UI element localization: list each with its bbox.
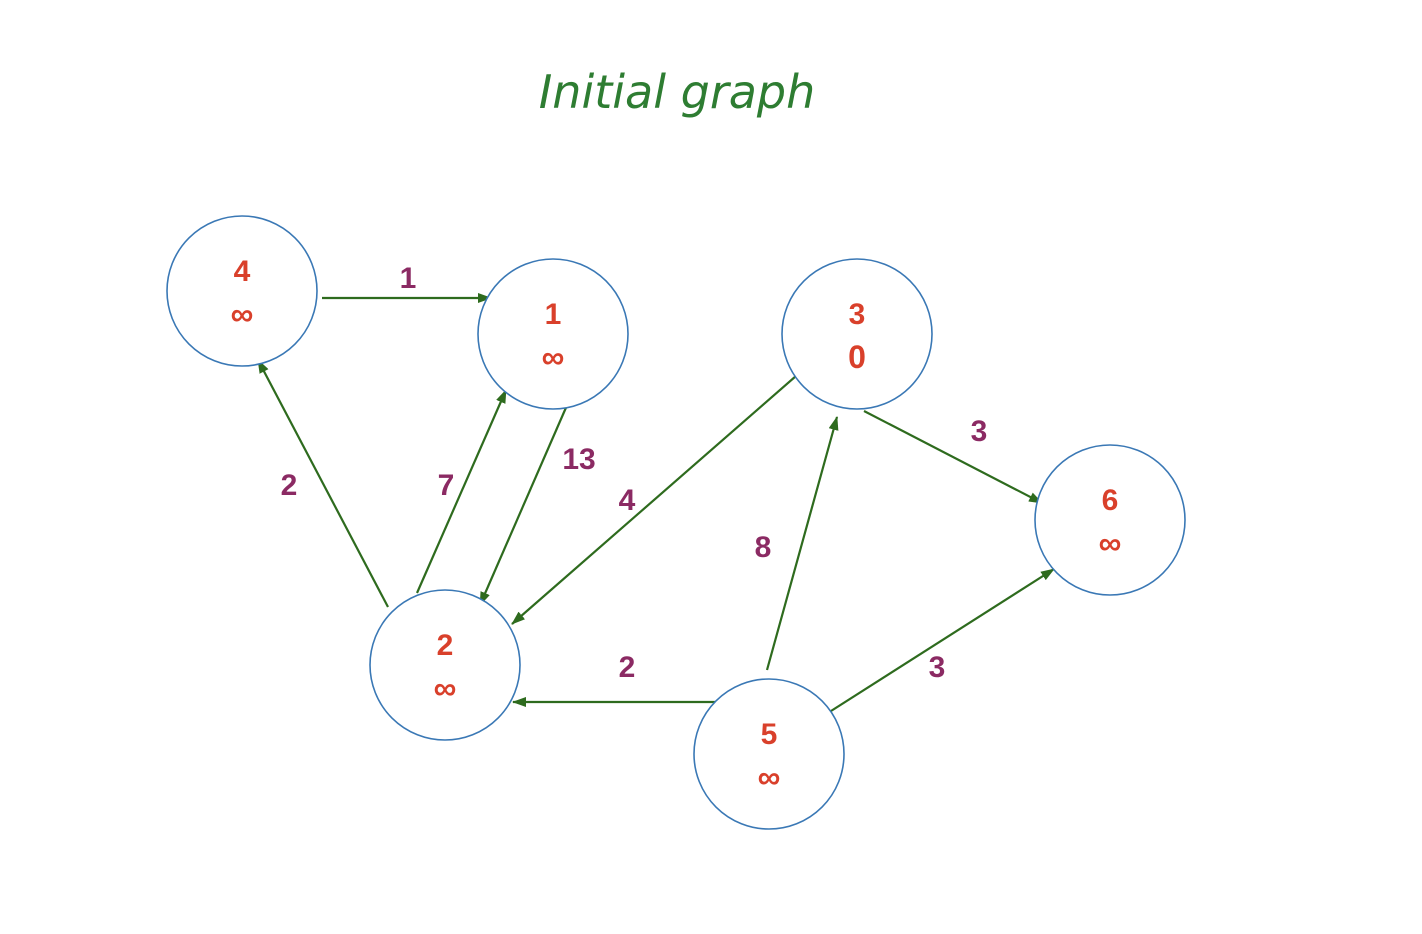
node-distance-label: ∞ (542, 339, 565, 375)
node-distance-label: 0 (848, 339, 866, 375)
nodes-layer: 4∞1∞306∞2∞5∞ (166, 215, 1186, 830)
node-id-label: 5 (761, 718, 778, 751)
edge-weight-3-to-2: 4 (619, 484, 636, 517)
node-circle (477, 258, 629, 410)
edge-arrow-5-to-3 (765, 416, 839, 671)
node-distance-label: ∞ (231, 296, 254, 332)
edge-weight-5-to-6: 3 (929, 651, 946, 684)
edge-weight-2-to-1: 7 (438, 469, 455, 502)
edges-layer (257, 293, 1055, 719)
node-id-label: 2 (437, 629, 454, 662)
node-2: 2∞ (369, 589, 521, 741)
edge-weight-1-to-2: 13 (562, 443, 595, 476)
node-id-label: 6 (1102, 484, 1119, 517)
node-distance-label: ∞ (758, 759, 781, 795)
edge-arrow-2-to-4 (257, 359, 389, 608)
edge-weight-3-to-6: 3 (971, 415, 988, 448)
node-id-label: 1 (545, 298, 562, 331)
edge-arrow-2-to-1 (415, 389, 508, 594)
node-distance-label: ∞ (1099, 525, 1122, 561)
node-1: 1∞ (477, 258, 629, 410)
edge-weight-2-to-4: 2 (281, 469, 298, 502)
node-id-label: 4 (234, 255, 251, 288)
edge-arrow-1-to-2 (478, 402, 570, 606)
node-3: 30 (781, 258, 933, 410)
edge-weight-5-to-2: 2 (619, 651, 636, 684)
node-circle (1034, 444, 1186, 596)
edge-arrow-5-to-6 (819, 568, 1055, 719)
node-distance-label: ∞ (434, 670, 457, 706)
edge-weight-5-to-3: 8 (755, 531, 772, 564)
node-circle (693, 678, 845, 830)
page-title: Initial graph (539, 65, 816, 119)
node-id-label: 3 (849, 298, 866, 331)
edge-arrow-3-to-6 (863, 410, 1043, 504)
node-circle (781, 258, 933, 410)
node-4: 4∞ (166, 215, 318, 367)
node-6: 6∞ (1034, 444, 1186, 596)
edge-arrow-3-to-2 (511, 375, 797, 625)
edge-weight-4-to-1: 1 (400, 262, 417, 295)
node-circle (369, 589, 521, 741)
node-5: 5∞ (693, 678, 845, 830)
node-circle (166, 215, 318, 367)
